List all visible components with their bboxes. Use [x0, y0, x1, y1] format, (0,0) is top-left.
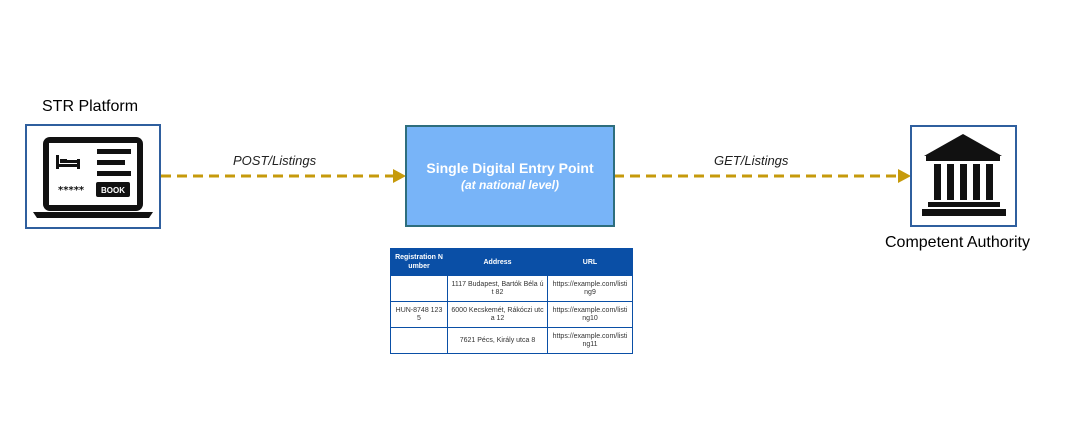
- get-listings-label: GET/Listings: [714, 153, 789, 168]
- column-header-url: URL: [547, 248, 633, 276]
- entry-point-subtitle: (at national level): [460, 178, 560, 192]
- government-building-icon: [922, 134, 1006, 216]
- str-platform-node: ***** BOOK: [25, 124, 161, 229]
- competent-authority-label: Competent Authority: [885, 234, 1030, 251]
- rating-stars: *****: [58, 185, 85, 196]
- table-row: 7621 Pécs, Király utca 8 https://example…: [390, 327, 633, 354]
- registration-cell: [390, 327, 448, 354]
- address-cell: 1117 Budapest, Bartók Béla út 82: [447, 275, 548, 302]
- book-button: BOOK: [101, 186, 125, 195]
- post-listings-label: POST/Listings: [233, 153, 317, 168]
- competent-authority-node: [910, 125, 1017, 227]
- url-cell: https://example.com/listing11: [547, 327, 633, 354]
- table-header-row: Registration Number Address URL: [390, 248, 633, 276]
- str-platform-label: STR Platform: [42, 98, 139, 115]
- bed-icon: [56, 155, 80, 169]
- table-row: HUN-8748 1235 6000 Kecskemét, Rákóczi ut…: [390, 301, 633, 328]
- table-row: 1117 Budapest, Bartók Béla út 82 https:/…: [390, 275, 633, 302]
- single-digital-entry-point: Single Digital Entry Point (at national …: [405, 125, 615, 227]
- url-cell: https://example.com/listing9: [547, 275, 633, 302]
- laptop-booking-icon: ***** BOOK: [33, 137, 153, 218]
- registration-cell: [390, 275, 448, 302]
- column-header-registration: Registration Number: [390, 248, 448, 276]
- registration-cell: HUN-8748 1235: [390, 301, 448, 328]
- post-arrow: [161, 169, 406, 183]
- column-header-address: Address: [447, 248, 548, 276]
- address-cell: 7621 Pécs, Király utca 8: [447, 327, 548, 354]
- url-cell: https://example.com/listing10: [547, 301, 633, 328]
- entry-point-title: Single Digital Entry Point: [426, 160, 594, 176]
- address-cell: 6000 Kecskemét, Rákóczi utca 12: [447, 301, 548, 328]
- get-arrow: [614, 169, 911, 183]
- listings-table: Registration Number Address URL 1117 Bud…: [390, 248, 633, 354]
